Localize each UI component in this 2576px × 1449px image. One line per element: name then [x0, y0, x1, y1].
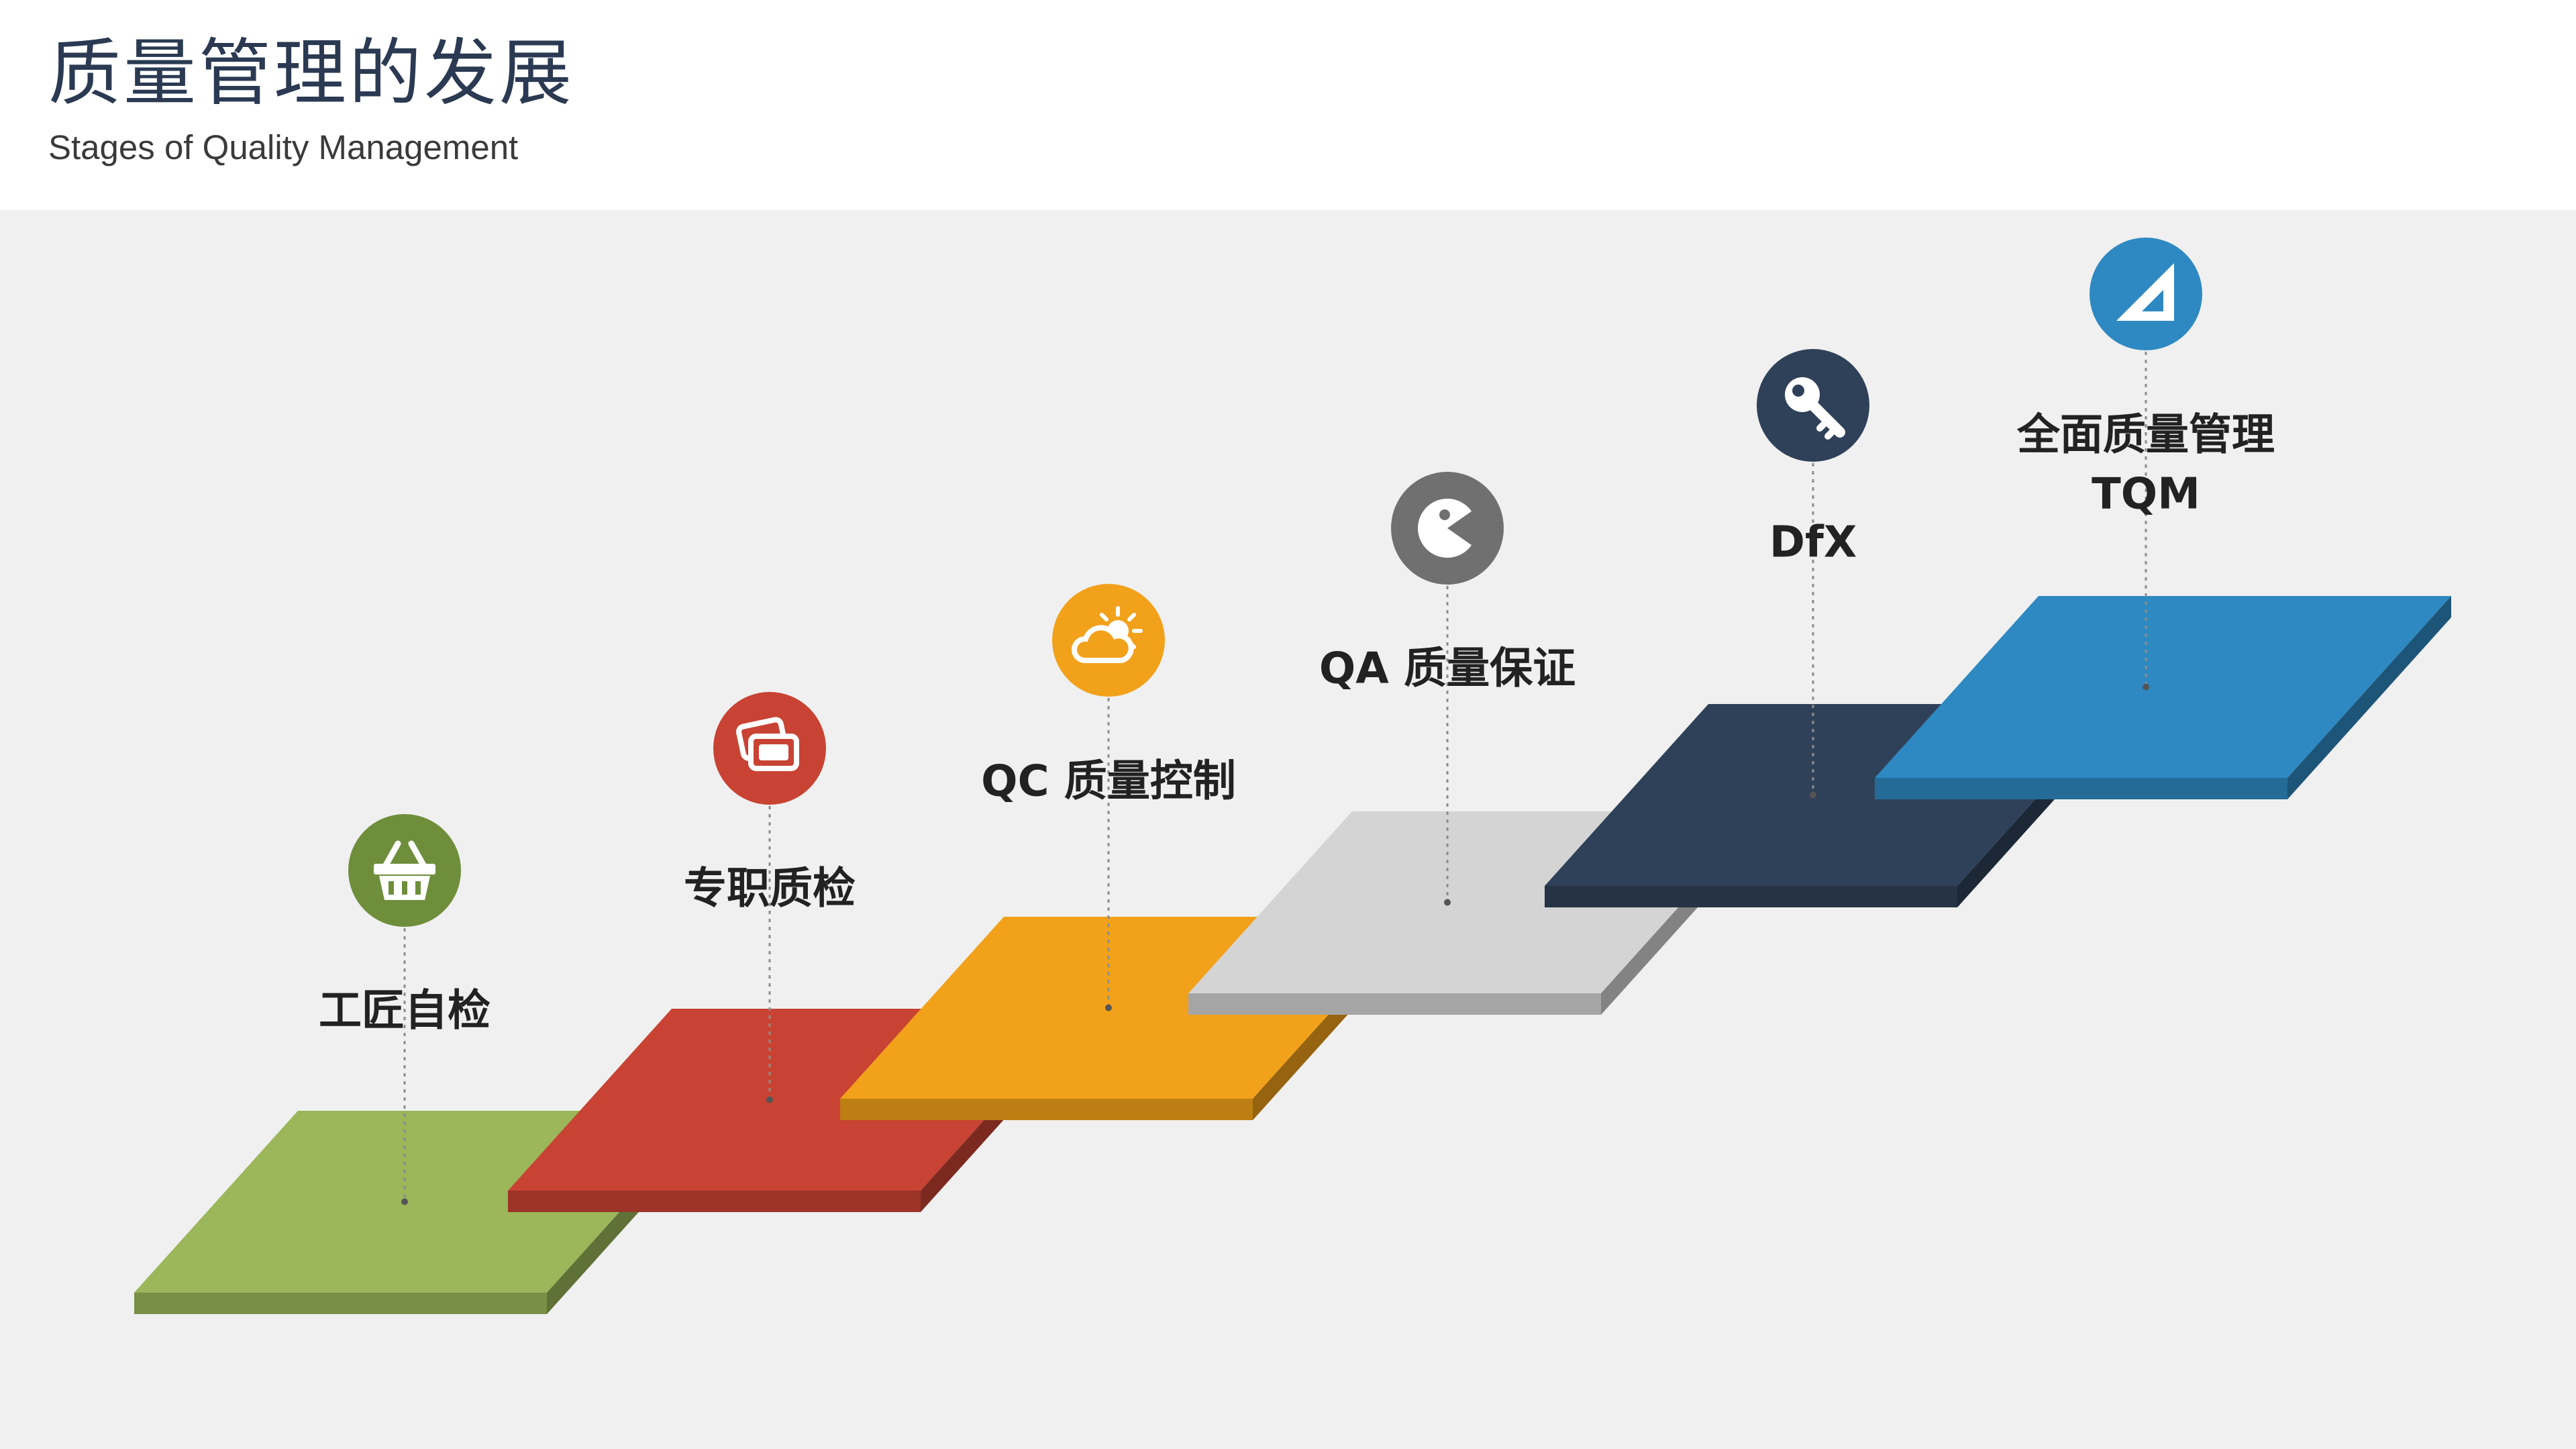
stage-label: QA 质量保证: [1319, 644, 1576, 694]
stage-6: 全面质量管理 TQM: [1875, 238, 2451, 799]
connector-dot: [1105, 1004, 1112, 1011]
stage-label: 专职质检: [684, 864, 856, 914]
cards-icon: [713, 692, 826, 805]
stage-platform-front: [1875, 778, 2287, 799]
stage-platform-front: [1545, 886, 1957, 907]
connector-dot: [1810, 791, 1816, 799]
cloud-sun-icon: [1052, 584, 1165, 697]
slide-header: 质量管理的发展 Stages of Quality Management: [0, 0, 2576, 210]
stage-platform-front: [840, 1099, 1253, 1120]
basket-icon: [348, 814, 461, 927]
stage-label: QC 质量控制: [981, 757, 1236, 807]
pacman-icon: [1391, 472, 1504, 585]
stage-platform-front: [1188, 993, 1601, 1015]
stage-label: TQM: [2092, 470, 2200, 519]
page-subtitle: Stages of Quality Management: [48, 128, 519, 166]
stage-label: DfX: [1769, 518, 1857, 568]
stage-platform-top: [1875, 596, 2451, 778]
stage-label: 工匠自检: [319, 987, 491, 1036]
page-title: 质量管理的发展: [48, 32, 575, 115]
connector-dot: [766, 1096, 773, 1103]
triangle-ruler-icon: [2090, 238, 2202, 350]
connector-dot: [1444, 899, 1451, 906]
key-icon: [1757, 349, 1869, 462]
stage-platform-front: [134, 1293, 547, 1314]
connector-dot: [401, 1198, 408, 1205]
stage-platform-front: [508, 1191, 921, 1212]
stage-label: 全面质量管理: [2016, 411, 2275, 460]
connector-dot: [2143, 683, 2149, 691]
stage-platform-side: [2287, 596, 2451, 799]
